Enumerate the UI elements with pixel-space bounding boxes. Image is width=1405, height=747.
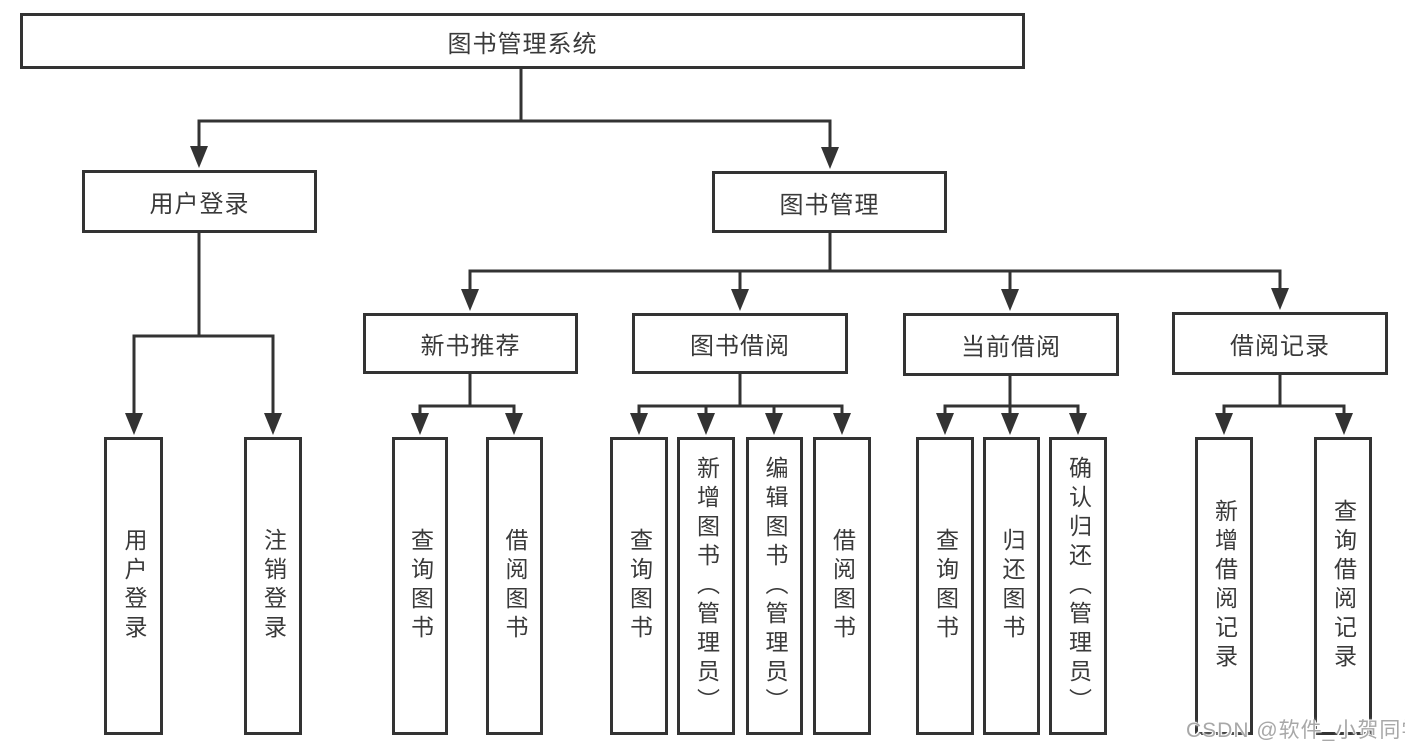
leaf-label: 用户登录: [121, 528, 147, 644]
leaf-logout: 注销登录: [244, 437, 302, 735]
node-borrowing-records: 借阅记录: [1172, 312, 1388, 375]
node-new-book-recommend: 新书推荐: [363, 313, 578, 374]
leaf-add-books-admin: 新增图书（管理员）: [677, 437, 735, 735]
leaf-edit-books-admin: 编辑图书（管理员）: [746, 437, 803, 735]
leaf-user-login: 用户登录: [104, 437, 163, 735]
leaf-label: 借阅图书: [502, 528, 528, 644]
leaf-borrow-books-recommend: 借阅图书: [486, 437, 543, 735]
node-current-borrowing: 当前借阅: [903, 313, 1119, 376]
node-library-management-system: 图书管理系统: [20, 13, 1025, 69]
leaf-label: 归还图书: [999, 528, 1025, 644]
leaf-query-books-recommend: 查询图书: [392, 437, 448, 735]
leaf-confirm-return-admin: 确认归还（管理员）: [1049, 437, 1107, 735]
leaf-add-borrow-record: 新增借阅记录: [1195, 437, 1253, 735]
node-user-login: 用户登录: [82, 170, 317, 233]
leaf-borrow-books: 借阅图书: [813, 437, 871, 735]
leaf-label: 查询图书: [626, 528, 653, 644]
leaf-label: 编辑图书（管理员）: [762, 455, 788, 717]
leaf-label: 新增图书（管理员）: [693, 455, 720, 717]
csdn-watermark: CSDN @软件_小贺同学: [1186, 719, 1405, 742]
leaf-label: 确认归还（管理员）: [1065, 455, 1092, 717]
leaf-label: 查询借阅记录: [1330, 499, 1357, 673]
leaf-label: 新增借阅记录: [1211, 499, 1238, 673]
leaf-label: 借阅图书: [829, 528, 856, 644]
leaf-label: 查询图书: [407, 528, 434, 644]
node-book-borrowing: 图书借阅: [632, 313, 848, 374]
leaf-query-borrow-record: 查询借阅记录: [1314, 437, 1372, 735]
leaf-query-books-current: 查询图书: [916, 437, 974, 735]
node-book-management: 图书管理: [712, 171, 947, 233]
leaf-return-books: 归还图书: [983, 437, 1040, 735]
leaf-label: 注销登录: [260, 528, 287, 644]
leaf-label: 查询图书: [932, 528, 959, 644]
leaf-query-books-borrowing: 查询图书: [610, 437, 668, 735]
